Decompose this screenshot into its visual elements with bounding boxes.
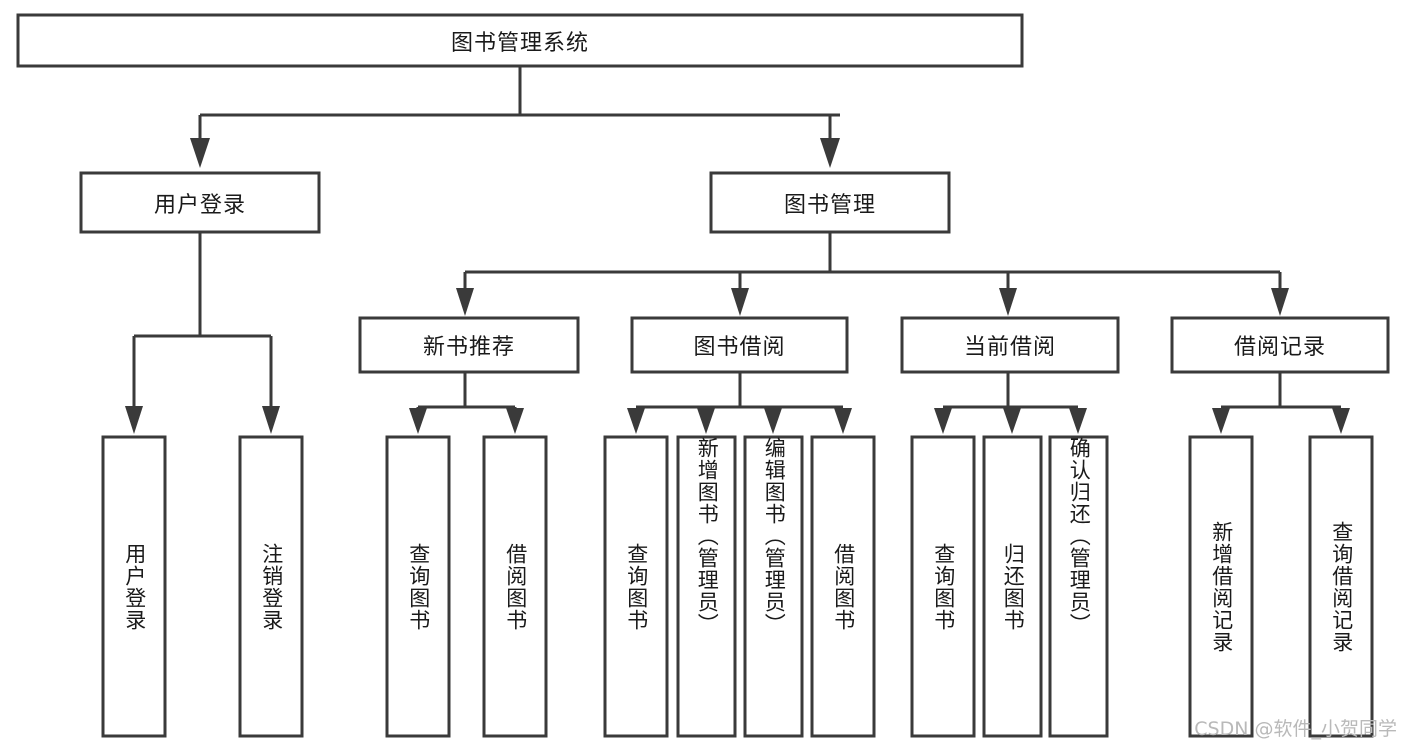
arrow-head-leaf-user-logout	[262, 406, 280, 434]
arrow-head-leaf-return-book	[1003, 408, 1021, 434]
node-box-leaf-confirm-return[interactable]	[1048, 435, 1109, 738]
edge-group-root	[190, 66, 840, 168]
arrow-head-leaf-add-record	[1212, 408, 1230, 434]
edge-group-current-borrow	[934, 372, 1087, 434]
arrow-head-leaf-user-login	[125, 406, 143, 434]
node-box-leaf-add-record[interactable]	[1188, 435, 1254, 738]
node-box-book-manage[interactable]	[709, 171, 951, 234]
node-box-leaf-edit-book[interactable]	[743, 435, 804, 738]
node-box-leaf-add-book[interactable]	[676, 435, 737, 738]
edge-group-new-book-recommend	[409, 372, 524, 434]
arrow-head-book-manage	[820, 138, 840, 168]
node-box-borrow-record[interactable]	[1170, 316, 1390, 374]
arrow-head-new-book-recommend	[456, 288, 474, 316]
node-box-leaf-query-record[interactable]	[1308, 435, 1374, 738]
arrow-head-leaf-borrow-book-2	[834, 408, 852, 434]
node-box-leaf-user-login[interactable]	[101, 435, 167, 738]
edge-group-book-manage	[456, 232, 1289, 316]
node-box-leaf-return-book[interactable]	[982, 435, 1043, 738]
node-box-leaf-query-book-2[interactable]	[603, 435, 669, 738]
node-box-new-book-recommend[interactable]	[358, 316, 580, 374]
arrow-head-leaf-query-record	[1332, 408, 1350, 434]
arrow-head-leaf-query-book-2	[627, 408, 645, 434]
arrow-head-leaf-borrow-book-1	[506, 408, 524, 434]
node-box-user-login[interactable]	[79, 171, 321, 234]
node-box-root[interactable]	[16, 13, 1024, 68]
edge-group-borrow-record	[1212, 372, 1350, 434]
arrow-head-leaf-confirm-return	[1069, 408, 1087, 434]
arrow-head-current-borrow	[999, 288, 1017, 316]
edge-group-user-login	[125, 232, 280, 434]
node-box-leaf-query-book-1[interactable]	[385, 435, 451, 738]
node-box-leaf-query-book-3[interactable]	[910, 435, 976, 738]
arrow-head-leaf-query-book-3	[934, 408, 952, 434]
arrow-head-borrow-record	[1271, 288, 1289, 316]
arrow-head-leaf-query-book-1	[409, 408, 427, 434]
edge-group-book-borrow	[627, 372, 852, 434]
node-box-book-borrow[interactable]	[630, 316, 849, 374]
node-box-leaf-user-logout[interactable]	[238, 435, 304, 738]
arrow-head-leaf-add-book	[697, 408, 715, 434]
node-box-leaf-borrow-book-1[interactable]	[482, 435, 548, 738]
node-box-leaf-borrow-book-2[interactable]	[810, 435, 876, 738]
node-box-current-borrow[interactable]	[900, 316, 1120, 374]
arrow-head-book-borrow	[731, 288, 749, 316]
arrow-head-leaf-edit-book	[764, 408, 782, 434]
arrow-head-user-login	[190, 138, 210, 168]
